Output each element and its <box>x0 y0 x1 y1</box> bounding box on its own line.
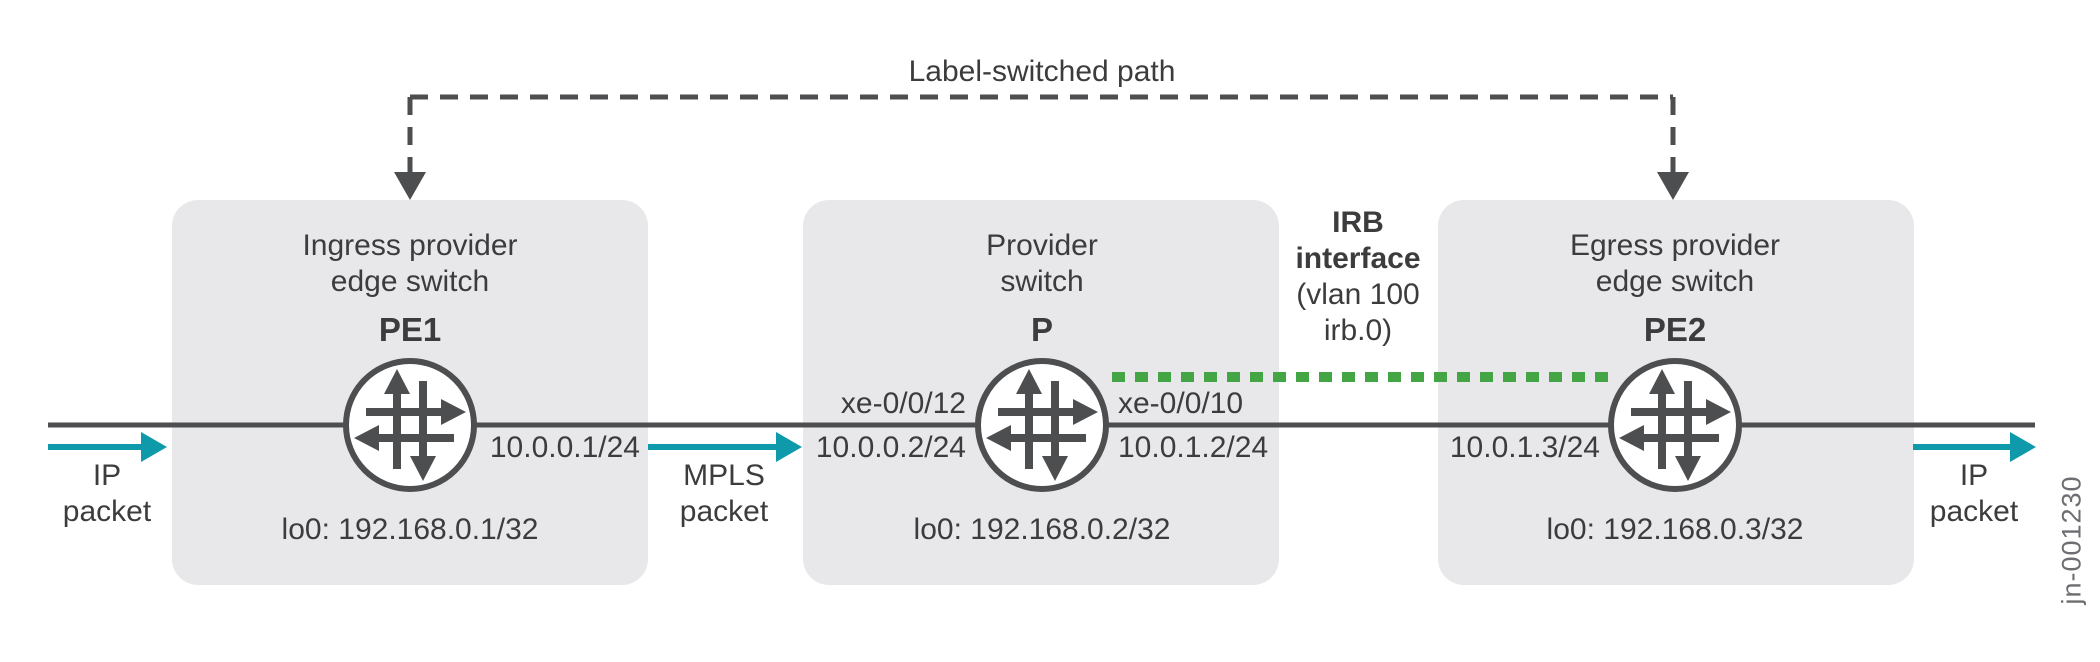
label-switched-path-dashed <box>407 94 1676 172</box>
ip-packet-arrow-right <box>1913 432 2036 462</box>
pe1-role-label: Ingress provider edge switch <box>302 228 517 300</box>
ip-packet-left-line2: packet <box>62 495 152 528</box>
lsp-right-arrowhead-icon <box>1657 172 1689 200</box>
arrow-right-icon <box>2010 432 2036 462</box>
p-left-interface-label: xe-0/0/12 <box>840 387 966 420</box>
ip-packet-right-line2: packet <box>1929 495 2019 528</box>
juniper-router-icon <box>1608 358 1742 492</box>
lsp-left-arrowhead-icon <box>394 172 426 200</box>
pe2-role-line2: edge switch <box>1595 265 1755 298</box>
arrow-right-icon <box>776 432 802 462</box>
irb-note-line1: IRB <box>1332 206 1384 239</box>
router-icon-pe2 <box>1605 355 1745 495</box>
router-icon-pe1 <box>340 355 480 495</box>
mpls-packet-label: MPLS packet <box>680 458 768 530</box>
arrow-right-icon <box>141 432 167 462</box>
p-role-line2: switch <box>1000 265 1084 298</box>
ip-packet-arrow-left <box>48 432 167 462</box>
mpls-packet-line2: packet <box>679 495 769 528</box>
juniper-router-icon <box>343 358 477 492</box>
pe2-role-label: Egress provider edge switch <box>1570 228 1780 300</box>
figure-id-label: jn-001230 <box>2056 475 2087 605</box>
router-icon-p <box>972 355 1112 495</box>
p-name-label: P <box>1030 311 1054 348</box>
irb-note-line4: irb.0) <box>1323 314 1393 347</box>
pe2-left-ip-label: 10.0.1.3/24 <box>1449 431 1600 464</box>
pe2-loopback-label: lo0: 192.168.0.3/32 <box>1546 513 1804 546</box>
pe1-loopback-label: lo0: 192.168.0.1/32 <box>281 513 539 546</box>
lsp-label: Label-switched path <box>908 55 1176 88</box>
p-right-ip-label: 10.0.1.2/24 <box>1118 431 1269 464</box>
ip-packet-label-left: IP packet <box>63 458 151 530</box>
p-role-label: Provider switch <box>986 228 1098 300</box>
ip-packet-label-right: IP packet <box>1930 458 2018 530</box>
p-left-ip-label: 10.0.0.2/24 <box>815 431 966 464</box>
p-role-line1: Provider <box>986 229 1098 262</box>
irb-note-line3: (vlan 100 <box>1296 278 1420 311</box>
pe2-name-label: PE2 <box>1643 311 1707 348</box>
pe1-name-label: PE1 <box>378 311 442 348</box>
mpls-packet-line1: MPLS <box>683 459 765 492</box>
pe1-role-line2: edge switch <box>330 265 490 298</box>
p-right-interface-label: xe-0/0/10 <box>1118 387 1244 420</box>
ip-packet-right-line1: IP <box>1959 459 1989 492</box>
juniper-router-icon <box>975 358 1109 492</box>
ip-packet-left-line1: IP <box>92 459 122 492</box>
irb-note-line2: interface <box>1295 242 1421 275</box>
irb-note: IRB interface (vlan 100 irb.0) <box>1295 205 1420 349</box>
mpls-packet-arrow <box>648 432 802 462</box>
pe1-right-ip-label: 10.0.0.1/24 <box>489 431 640 464</box>
pe2-role-line1: Egress provider <box>1569 229 1781 262</box>
pe1-role-line1: Ingress provider <box>302 229 518 262</box>
p-loopback-label: lo0: 192.168.0.2/32 <box>913 513 1171 546</box>
